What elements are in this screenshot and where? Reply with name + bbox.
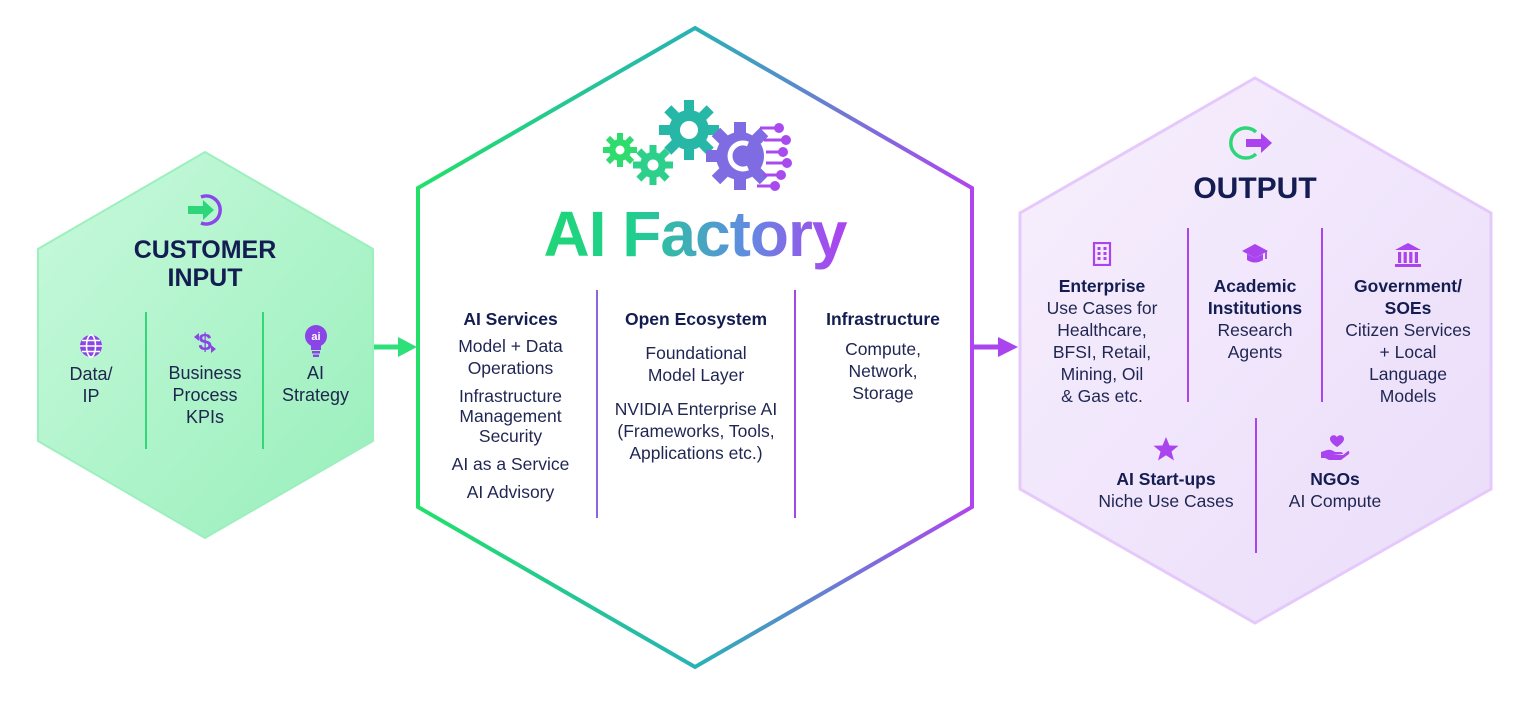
column-item: AI Advisory [466,482,555,502]
output-item-ngos: NGOs AI Compute [1262,434,1408,512]
output-line: Agents [1227,342,1283,362]
output-heading: AI Start-ups [1116,469,1216,489]
output-item-academic: Academic Institutions Research Agents [1192,243,1318,363]
output-heading: Enterprise [1058,276,1146,296]
column-item: NVIDIA Enterprise AI [614,399,778,419]
output-line: + Local [1379,342,1437,362]
government-building-icon [1395,243,1421,267]
output-heading: SOEs [1384,298,1432,318]
factory-hexagon [416,25,974,670]
column-item: Storage [852,383,914,403]
output-line: Niche Use Cases [1098,491,1234,511]
column-heading: Infrastructure [826,309,940,329]
input-item-strategy: ai AI Strategy [268,324,363,406]
input-item-business: $ Business Process KPIs [152,328,258,428]
factory-column-infrastructure: Infrastructure Compute, Network, Storage [805,308,961,404]
output-item-enterprise: Enterprise Use Cases for Healthcare, BFS… [1034,242,1170,407]
building-icon [1092,242,1112,266]
column-item: AI as a Service [451,454,570,474]
column-item: Management [459,406,562,426]
column-item: Compute, [845,339,921,359]
input-item-line: Strategy [281,385,350,405]
output-line: & Gas etc. [1061,386,1143,406]
output-heading: Institutions [1207,298,1303,318]
input-item-line: IP [82,386,100,406]
output-heading: Government/ [1354,276,1462,296]
input-item-line: AI [306,363,324,383]
column-item: Model + Data [458,336,563,356]
output-line: Citizen Services [1345,320,1471,340]
column-item: Model Layer [647,365,745,385]
output-heading: Academic [1213,276,1297,296]
graduation-cap-icon [1242,244,1268,263]
globe-icon [80,334,102,358]
input-title-line1: CUSTOMER [133,236,277,264]
output-line: Mining, Oil [1060,364,1144,384]
column-item: Foundational [645,343,747,363]
input-item-data: Data/ IP [46,333,136,407]
output-item-startups: AI Start-ups Niche Use Cases [1078,436,1254,512]
input-item-line: Data/ [69,364,113,384]
output-title: OUTPUT [1193,172,1317,205]
column-heading: Open Ecosystem [625,309,767,329]
input-title-line2: INPUT [167,264,243,292]
output-heading: NGOs [1310,469,1360,489]
output-arrow-icon [1229,126,1272,160]
output-line: BFSI, Retail, [1052,342,1152,362]
factory-column-ai-services: AI Services Model + Data Operations Infr… [433,308,588,503]
output-line: Research [1217,320,1293,340]
column-item: Operations [467,358,554,378]
ai-bulb-icon: ai [304,325,327,357]
login-arrow-icon [188,194,222,226]
input-item-line: Business [168,363,242,383]
output-line: Models [1379,386,1437,406]
input-item-line: KPIs [185,407,224,427]
svg-text:$: $ [198,329,212,356]
input-hexagon [37,150,374,540]
dollar-exchange-icon: $ [194,329,216,356]
hand-heart-icon [1321,435,1350,460]
output-line: Language [1369,364,1447,384]
svg-text:ai: ai [311,331,320,343]
factory-title: AI Factory [490,196,900,272]
output-line: Healthcare, [1057,320,1147,340]
output-item-government: Government/ SOEs Citizen Services + Loca… [1330,242,1486,407]
output-hexagon [1018,76,1493,625]
column-item: Applications etc.) [629,443,763,463]
column-item: Security [478,426,543,446]
column-item: Network, [848,361,918,381]
input-title: CUSTOMER INPUT [105,236,305,292]
column-item: Infrastructure [458,386,563,406]
factory-to-output-arrow [973,337,1018,357]
gears-icon [603,100,792,191]
input-item-line: Process [172,385,238,405]
column-heading: AI Services [463,309,558,329]
output-line: Use Cases for [1046,298,1158,318]
factory-column-open-ecosystem: Open Ecosystem Foundational Model Layer … [603,308,789,464]
input-to-factory-arrow [374,337,417,357]
output-line: AI Compute [1288,491,1382,511]
column-item: (Frameworks, Tools, [617,421,775,441]
star-icon [1153,437,1179,461]
